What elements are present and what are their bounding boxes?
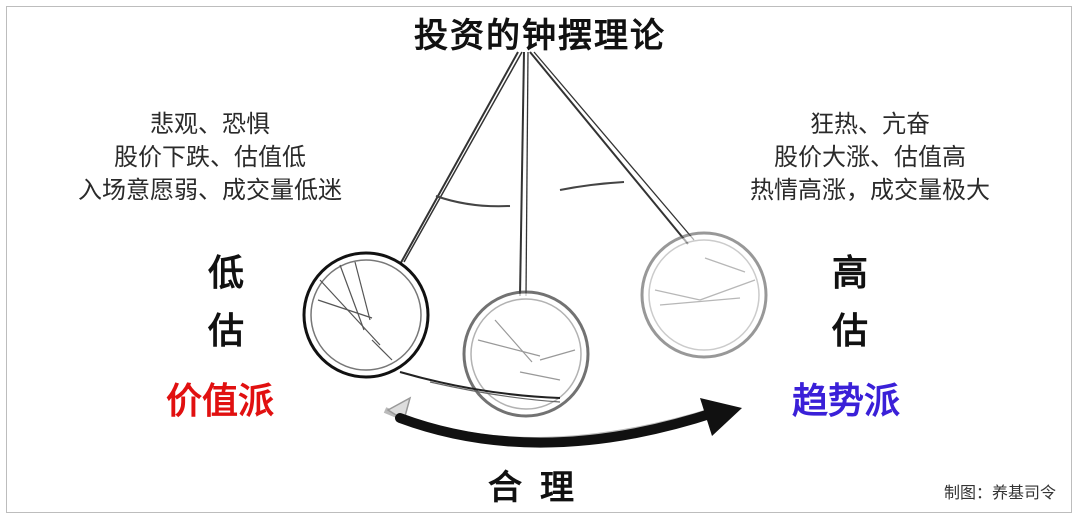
middle-pendulum-bob xyxy=(462,290,590,418)
left-pendulum-bob xyxy=(302,251,430,379)
right-pendulum-bob xyxy=(640,231,768,359)
left-line-1: 悲观、恐惧 xyxy=(150,110,270,138)
right-description: 狂热、亢奋 股价大涨、估值高 热情高涨，成交量极大 xyxy=(710,108,1030,207)
diagram-title: 投资的钟摆理论 xyxy=(414,16,666,56)
left-label-char-1: 低 xyxy=(208,253,245,294)
motion-lines xyxy=(399,371,561,403)
right-line-1: 狂热、亢奋 xyxy=(810,110,930,138)
right-line-2: 股价大涨、估值高 xyxy=(774,143,966,171)
swing-arrow xyxy=(383,396,742,448)
left-label-char-2: 估 xyxy=(208,311,245,352)
left-line-3: 入场意愿弱、成交量低迷 xyxy=(78,176,342,204)
trend-school-label: 趋势派 xyxy=(792,381,901,422)
right-label-char-1: 高 xyxy=(832,253,869,294)
left-line-2: 股价下跌、估值低 xyxy=(114,143,306,171)
reasonable-label: 合理 xyxy=(488,468,592,508)
swing-arc-marks xyxy=(435,181,625,208)
pendulum-strings xyxy=(397,51,695,297)
figure-frame xyxy=(6,6,1072,513)
right-line-3: 热情高涨，成交量极大 xyxy=(750,176,990,204)
right-label-char-2: 估 xyxy=(832,311,869,352)
value-school-label: 价值派 xyxy=(166,381,275,422)
credit-text: 制图：养基司令 xyxy=(943,483,1056,502)
left-description: 悲观、恐惧 股价下跌、估值低 入场意愿弱、成交量低迷 xyxy=(40,108,380,207)
